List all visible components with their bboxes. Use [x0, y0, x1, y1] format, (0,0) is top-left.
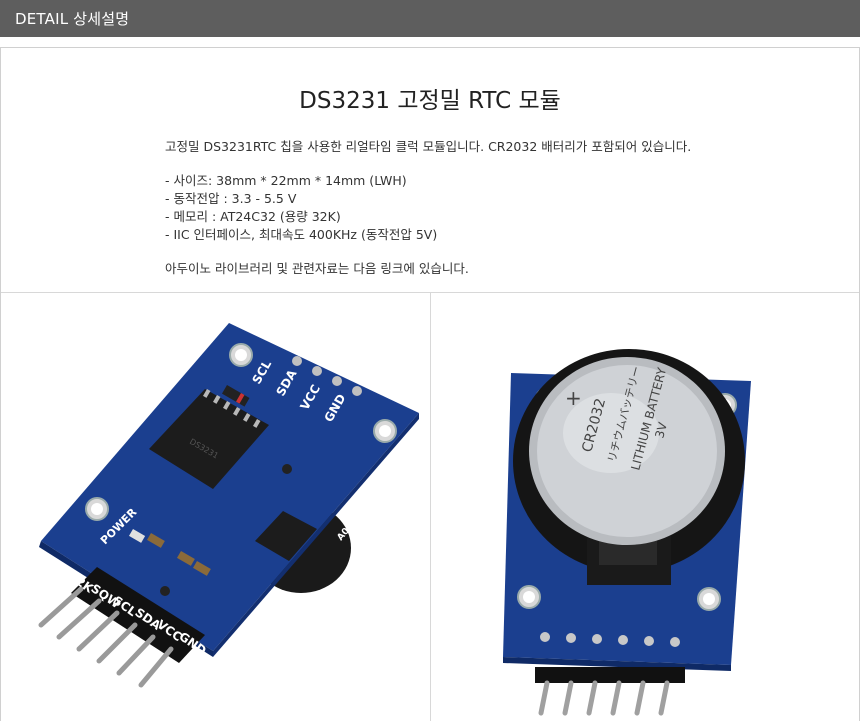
section-title: DETAIL 상세설명: [15, 10, 130, 28]
detail-panel: DS3231 고정밀 RTC 모듈 고정밀 DS3231RTC 칩을 사용한 리…: [0, 47, 860, 721]
divider: [1, 292, 859, 293]
spec-item: - 동작전압 : 3.3 - 5.5 V: [165, 191, 297, 206]
spec-item: - 사이즈: 38mm * 22mm * 14mm (LWH): [165, 173, 407, 188]
divider: [430, 293, 431, 721]
product-title: DS3231 고정밀 RTC 모듈: [299, 88, 561, 114]
battery-label: 3V: [652, 420, 670, 440]
spec-item: - 메모리 : AT24C32 (용량 32K): [165, 209, 341, 224]
intro-text: 고정밀 DS3231RTC 칩을 사용한 리얼타임 클럭 모듈입니다. CR20…: [165, 139, 692, 154]
library-note: 아두이노 라이브러리 및 관련자료는 다음 링크에 있습니다.: [165, 261, 469, 276]
product-photo-top: SCL SDA VCC GND DS3231: [1, 293, 430, 721]
header-bar: DETAIL 상세설명: [0, 0, 860, 37]
product-photo-bottom: + CR2032 リチウムバッテリー LITHIUM BATTERY 3V: [431, 293, 859, 721]
svg-text:+: +: [565, 386, 582, 410]
description-body: 고정밀 DS3231RTC 칩을 사용한 리얼타임 클럭 모듈입니다. CR20…: [165, 138, 805, 278]
spec-item: - IIC 인터페이스, 최대속도 400KHz (동작전압 5V): [165, 227, 438, 242]
description-area: DS3231 고정밀 RTC 모듈 고정밀 DS3231RTC 칩을 사용한 리…: [1, 48, 859, 292]
